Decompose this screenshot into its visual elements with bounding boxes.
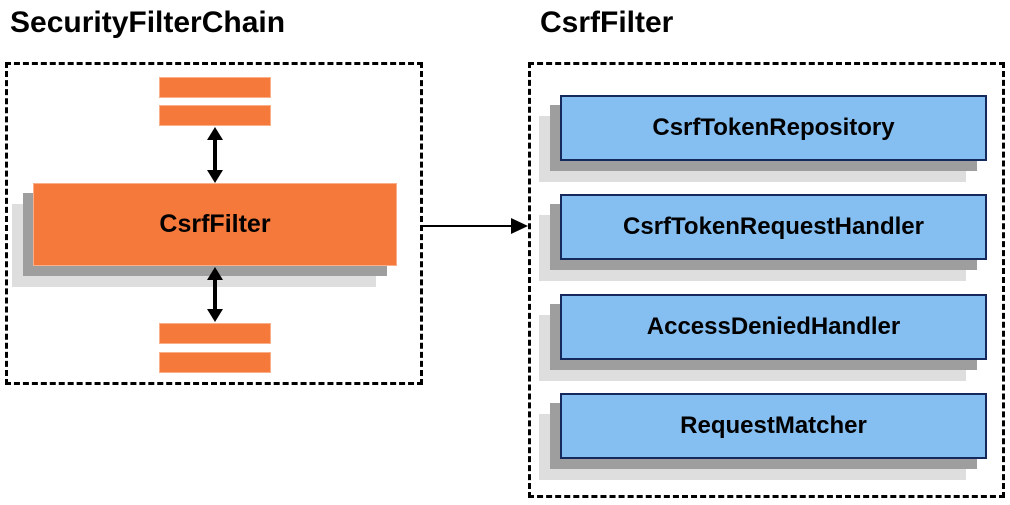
double-arrow-icon (207, 127, 223, 183)
right-arrow-icon (423, 217, 528, 234)
component-label: CsrfTokenRequestHandler (623, 213, 924, 240)
arrow-shaft (213, 280, 217, 309)
double-arrow-icon (207, 267, 223, 322)
filter-placeholder-bar-bottom-1 (159, 323, 271, 344)
left-panel-title: SecurityFilterChain (10, 6, 286, 39)
arrow-up-head-icon (207, 267, 223, 280)
security-filter-chain-container (5, 62, 423, 385)
arrow-shaft (213, 140, 217, 170)
arrow-up-head-icon (207, 127, 223, 140)
arrow-shaft (423, 224, 511, 227)
arrow-down-head-icon (207, 309, 223, 322)
filter-placeholder-bar-top-1 (159, 77, 271, 98)
filter-placeholder-bar-bottom-2 (159, 352, 271, 373)
component-label: CsrfTokenRepository (652, 114, 895, 141)
arrow-right-head-icon (511, 217, 528, 234)
component-label: RequestMatcher (680, 412, 867, 439)
component-box-request-matcher: RequestMatcher (560, 393, 987, 459)
csrf-filter-box-label: CsrfFilter (159, 210, 271, 238)
csrf-filter-box: CsrfFilter (33, 183, 397, 266)
right-panel-title: CsrfFilter (540, 6, 674, 39)
component-box-access-denied-handler: AccessDeniedHandler (560, 294, 987, 360)
component-box-csrf-token-request-handler: CsrfTokenRequestHandler (560, 194, 987, 260)
component-box-csrf-token-repository: CsrfTokenRepository (560, 95, 987, 161)
component-label: AccessDeniedHandler (646, 313, 901, 340)
filter-placeholder-bar-top-2 (159, 105, 271, 126)
arrow-down-head-icon (207, 170, 223, 183)
csrf-filter-container (528, 62, 1005, 498)
